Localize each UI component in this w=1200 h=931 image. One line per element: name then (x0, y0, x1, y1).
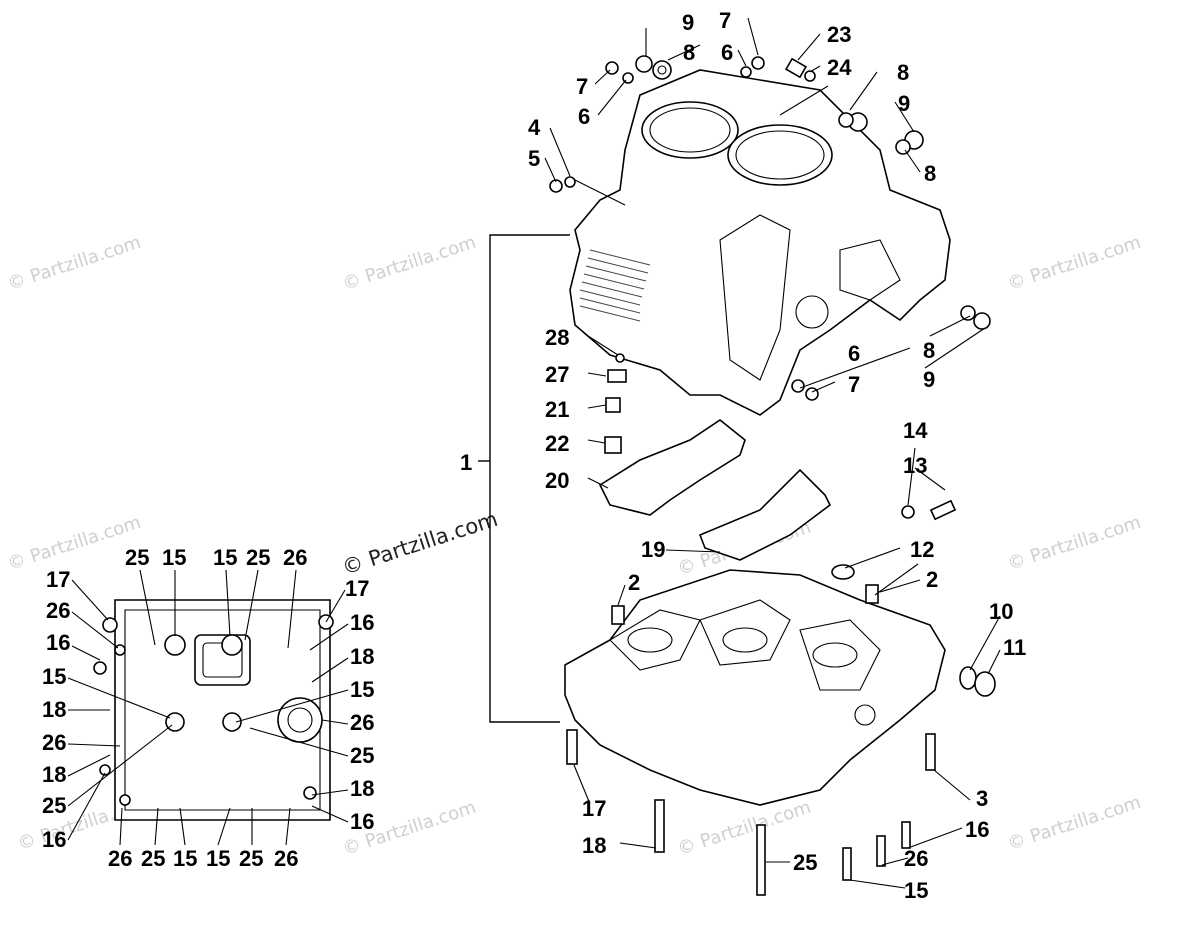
callout-8: 8 (897, 60, 909, 85)
bottom-left-callout: 25 (42, 793, 66, 818)
upper-crankcase (569, 69, 951, 416)
watermark: © Partzilla.com (5, 512, 144, 575)
callout-6: 6 (848, 341, 860, 366)
bottom-bottom-callout: 15 (206, 846, 230, 871)
bottom-top-callout: 26 (283, 545, 307, 570)
callout-12: 12 (910, 537, 934, 562)
watermark: © Partzilla.com (1005, 792, 1144, 855)
callout-7: 7 (719, 8, 731, 33)
callout-16: 16 (965, 817, 989, 842)
bottom-bottom-callout: 26 (274, 846, 298, 871)
bottom-left-callout: 17 (46, 567, 70, 592)
bottom-left-callout: 16 (42, 827, 66, 852)
bottom-left-callout: 26 (46, 598, 70, 623)
callouts: 1 2 2 3 4 5 6 6 6 7 7 7 8 8 8 8 9 9 9 10… (460, 8, 1026, 903)
leader-lines (544, 17, 1001, 889)
bottom-bottom-callout: 25 (141, 846, 165, 871)
callout-25: 25 (793, 850, 817, 875)
upper-small-parts (549, 55, 991, 454)
callout-26: 26 (904, 846, 928, 871)
callout-18: 18 (582, 833, 606, 858)
callout-8: 8 (683, 40, 695, 65)
callout-5: 5 (528, 146, 540, 171)
assembly-bracket (478, 234, 570, 723)
crankcase-bolts (566, 729, 936, 896)
callout-1: 1 (460, 450, 472, 475)
callout-2: 2 (628, 570, 640, 595)
bottom-right-callout: 25 (350, 743, 374, 768)
crankcase-bottom-view (93, 599, 334, 821)
callout-28: 28 (545, 325, 569, 350)
callout-8: 8 (923, 338, 935, 363)
callout-21: 21 (545, 397, 569, 422)
callout-27: 27 (545, 362, 569, 387)
bottom-bottom-callout: 15 (173, 846, 197, 871)
callout-22: 22 (545, 431, 569, 456)
watermark: © Partzilla.com (1005, 512, 1144, 575)
bottom-bottom-callout: 26 (108, 846, 132, 871)
bottom-top-callout: 15 (213, 545, 237, 570)
watermark: © Partzilla.com (5, 232, 144, 295)
callout-9: 9 (682, 10, 694, 35)
cooling-fins (579, 249, 651, 322)
bottom-right-callout: 15 (350, 677, 374, 702)
bottom-right-callout: 16 (350, 809, 374, 834)
callout-15: 15 (904, 878, 928, 903)
callout-13: 13 (903, 453, 927, 478)
bottom-right-callout: 18 (350, 644, 374, 669)
callout-3: 3 (976, 786, 988, 811)
callout-4: 4 (528, 115, 541, 140)
callout-17: 17 (582, 796, 606, 821)
callout-23: 23 (827, 22, 851, 47)
bottom-top-callout: 15 (162, 545, 186, 570)
bottom-view-leaders (67, 569, 349, 846)
bottom-right-callout: 16 (350, 610, 374, 635)
callout-2: 2 (926, 567, 938, 592)
callout-10: 10 (989, 599, 1013, 624)
bottom-left-callout: 26 (42, 730, 66, 755)
bottom-right-callout: 18 (350, 776, 374, 801)
bottom-top-callout: 25 (125, 545, 149, 570)
callout-6: 6 (721, 40, 733, 65)
bottom-top-callout: 25 (246, 545, 270, 570)
callout-19: 19 (641, 537, 665, 562)
bottom-bottom-callout: 25 (239, 846, 263, 871)
callout-7: 7 (576, 74, 588, 99)
bottom-left-callout: 18 (42, 697, 66, 722)
bottom-right-callout: 26 (350, 710, 374, 735)
callout-11: 11 (1003, 635, 1026, 660)
bottom-view-callouts: 25 15 15 25 26 17 26 16 15 18 26 18 25 1… (42, 545, 374, 871)
callout-9: 9 (923, 367, 935, 392)
bottom-left-callout: 16 (46, 630, 70, 655)
callout-24: 24 (827, 55, 852, 80)
callout-9: 9 (898, 91, 910, 116)
watermark: © Partzilla.com (1005, 232, 1144, 295)
lower-crankcase (564, 499, 996, 806)
bottom-left-callout: 18 (42, 762, 66, 787)
callout-20: 20 (545, 468, 569, 493)
callout-14: 14 (903, 418, 928, 443)
callout-8: 8 (924, 161, 936, 186)
callout-6: 6 (578, 104, 590, 129)
callout-7: 7 (848, 372, 860, 397)
bottom-right-callout: 17 (345, 576, 369, 601)
bottom-left-callout: 15 (42, 664, 66, 689)
watermark-center: © Partzilla.com (339, 507, 501, 580)
watermark: © Partzilla.com (340, 232, 479, 295)
